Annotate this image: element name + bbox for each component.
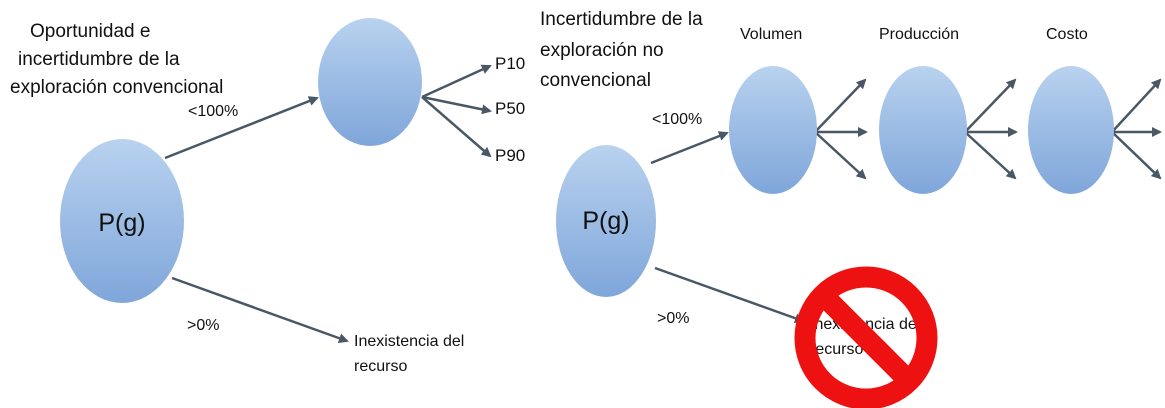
- stage-label-costo: Costo: [1046, 26, 1088, 43]
- left-failure-text-line-2: recurso: [354, 358, 407, 375]
- right-title-line-1: Incertidumbre de la: [540, 9, 703, 30]
- right-root-label: P(g): [582, 207, 629, 235]
- left-title-line-3: exploración convencional: [10, 77, 223, 98]
- right-title-line-2: exploración no: [540, 40, 664, 61]
- right-success-arrow: [650, 131, 729, 165]
- left-title-line-2: incertidumbre de la: [18, 49, 180, 70]
- left-diagram: Oportunidad e incertidumbre de la explor…: [10, 18, 525, 375]
- volumen-arrow-down: [814, 131, 867, 180]
- outcome-p50-label: P50: [495, 99, 525, 118]
- outcome-p90-label: P90: [495, 146, 525, 165]
- outcome-p10-label: P10: [495, 54, 525, 73]
- left-success-label: <100%: [188, 103, 238, 120]
- left-outcome-arrow-p50: [421, 95, 492, 115]
- produccion-arrow-up: [964, 78, 1017, 133]
- costo-arrow-down: [1111, 131, 1162, 180]
- right-failure-arrow: [654, 266, 805, 324]
- right-title-line-3: convencional: [540, 70, 651, 91]
- left-outcome-arrow-p10: [421, 64, 492, 99]
- right-diagram: Incertidumbre de la exploración no conve…: [540, 9, 1162, 408]
- volumen-node: [729, 66, 817, 194]
- left-outcome-node: [318, 18, 422, 146]
- costo-node: [1028, 66, 1114, 194]
- left-failure-text: Inexistencia del recurso: [354, 333, 469, 375]
- left-failure-arrow: [171, 276, 349, 343]
- left-title: Oportunidad e incertidumbre de la explor…: [10, 21, 223, 98]
- stage-label-volumen: Volumen: [740, 26, 802, 43]
- left-success-arrow: [164, 96, 319, 160]
- left-failure-text-line-1: Inexistencia del: [354, 333, 464, 350]
- costo-arrow-up: [1111, 78, 1162, 133]
- right-root-node: [556, 145, 656, 297]
- left-failure-label: >0%: [187, 317, 219, 334]
- left-root-label: P(g): [98, 209, 145, 237]
- right-success-label: <100%: [652, 111, 702, 128]
- stage-label-produccion: Producción: [879, 26, 959, 43]
- left-outcome-arrow-p90: [421, 96, 492, 158]
- volumen-arrow-up: [814, 78, 867, 133]
- right-title: Incertidumbre de la exploración no conve…: [540, 9, 708, 91]
- produccion-arrow-down: [964, 131, 1017, 180]
- right-failure-text-line-2: recurso: [810, 341, 863, 358]
- left-root-node: [60, 139, 184, 303]
- prohibited-icon: [794, 266, 938, 408]
- left-title-line-1: Oportunidad e: [30, 21, 150, 42]
- produccion-node: [879, 66, 967, 194]
- right-failure-label: >0%: [657, 310, 689, 327]
